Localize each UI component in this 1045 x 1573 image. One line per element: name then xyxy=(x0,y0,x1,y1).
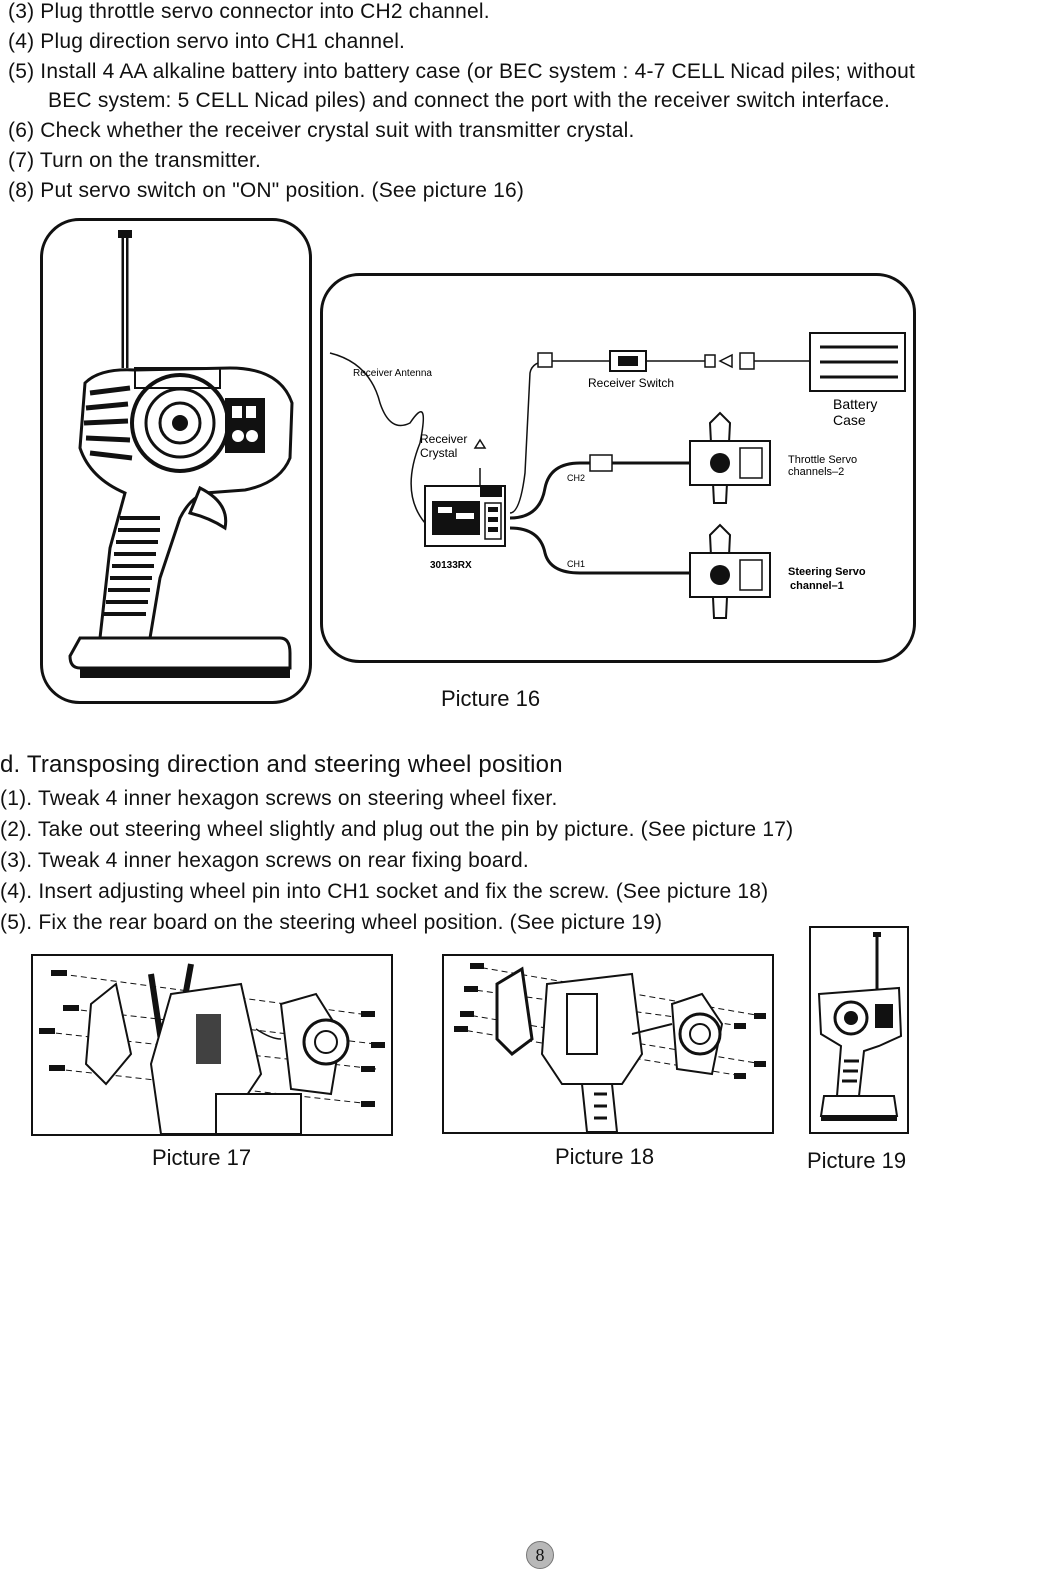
label-steering-servo-2: channel–1 xyxy=(790,580,844,592)
step-5-continued: BEC system: 5 CELL Nicad piles) and conn… xyxy=(48,89,891,112)
picture-18-illustration xyxy=(442,954,774,1134)
section-d-heading: d. Transposing direction and steering wh… xyxy=(0,751,563,778)
caption-picture-18: Picture 18 xyxy=(555,1144,655,1169)
label-ch2: CH2 xyxy=(567,473,585,483)
wiring-diagram: Receiver Antenna 30133RX Receiver Crysta… xyxy=(320,273,916,663)
label-battery-2: Case xyxy=(833,412,866,428)
section-d-step-3: (3). Tweak 4 inner hexagon screws on rea… xyxy=(0,849,529,872)
label-ch1: CH1 xyxy=(567,559,585,569)
caption-picture-17: Picture 17 xyxy=(152,1145,252,1170)
step-5: (5) Install 4 AA alkaline battery into b… xyxy=(8,60,916,83)
label-receiver-antenna: Receiver Antenna xyxy=(353,368,432,379)
picture-19-illustration xyxy=(809,926,909,1134)
label-steering-servo-1: Steering Servo xyxy=(788,566,866,578)
caption-picture-16: Picture 16 xyxy=(441,686,541,711)
section-d-step-5: (5). Fix the rear board on the steering … xyxy=(0,911,663,934)
step-6: (6) Check whether the receiver crystal s… xyxy=(8,119,635,142)
step-3: (3) Plug throttle servo connector into C… xyxy=(8,0,490,23)
label-throttle-servo-1: Throttle Servo xyxy=(788,454,857,466)
label-receiver-model: 30133RX xyxy=(430,560,472,571)
section-d-step-4: (4). Insert adjusting wheel pin into CH1… xyxy=(0,880,769,903)
label-throttle-servo-2: channels–2 xyxy=(788,466,844,478)
label-battery-1: Battery xyxy=(833,396,877,412)
step-8: (8) Put servo switch on "ON" position. (… xyxy=(8,179,525,202)
step-4: (4) Plug direction servo into CH1 channe… xyxy=(8,30,406,53)
label-receiver-switch: Receiver Switch xyxy=(588,376,674,390)
section-d-step-1: (1). Tweak 4 inner hexagon screws on ste… xyxy=(0,787,558,810)
step-7: (7) Turn on the transmitter. xyxy=(8,149,262,172)
caption-picture-19: Picture 19 xyxy=(807,1148,907,1173)
section-d-step-2: (2). Take out steering wheel slightly an… xyxy=(0,818,794,841)
picture-17-illustration xyxy=(31,954,393,1136)
label-receiver-crystal-2: Crystal xyxy=(420,446,457,460)
page-number: 8 xyxy=(526,1541,554,1569)
transmitter-illustration xyxy=(40,218,312,704)
label-receiver-crystal-1: Receiver xyxy=(420,432,467,446)
